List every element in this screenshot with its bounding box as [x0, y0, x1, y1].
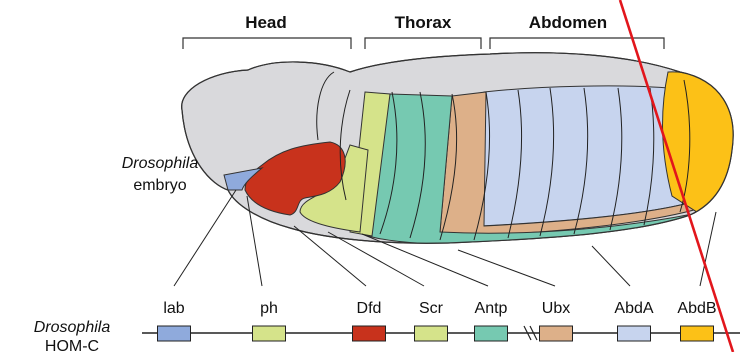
thorax-label: Thorax [395, 13, 452, 32]
gene-label-scr: Scr [419, 300, 444, 317]
gene-label-dfd: Dfd [357, 300, 382, 317]
abdomen-label: Abdomen [529, 13, 607, 32]
gene-box-lab [158, 326, 191, 341]
embryo-illustration [182, 53, 740, 244]
gene-box-ph [253, 326, 286, 341]
hom-c-cluster: lab ph Dfd Scr Antp Ubx AbdA AbdB [142, 300, 740, 341]
thorax-bracket [365, 38, 481, 49]
complex-side-label: Drosophila HOM-C [34, 319, 111, 352]
embryo-side-label: Drosophila embryo [122, 155, 199, 194]
gene-box-ubx [540, 326, 573, 341]
region-brackets: Head Thorax Abdomen [183, 13, 664, 49]
gene-labels: lab ph Dfd Scr Antp Ubx AbdA AbdB [163, 300, 716, 317]
abdomen-bracket [490, 38, 664, 49]
gene-label-ph: ph [260, 300, 278, 317]
embryo-species: Drosophila [122, 155, 199, 172]
gene-box-dfd [353, 326, 386, 341]
head-label: Head [245, 13, 287, 32]
gene-label-abda: AbdA [614, 300, 653, 317]
gene-box-antp [475, 326, 508, 341]
gene-label-ubx: Ubx [542, 300, 570, 317]
head-bracket [183, 38, 351, 49]
gene-label-abdb: AbdB [677, 300, 716, 317]
complex-species: Drosophila [34, 319, 111, 336]
gene-label-antp: Antp [475, 300, 508, 317]
gene-box-scr [415, 326, 448, 341]
gene-label-lab: lab [163, 300, 184, 317]
gene-box-abda [618, 326, 651, 341]
abdb-domain [662, 72, 740, 214]
complex-noun: HOM-C [45, 338, 99, 352]
embryo-noun: embryo [133, 177, 186, 194]
gene-box-abdb [681, 326, 714, 341]
